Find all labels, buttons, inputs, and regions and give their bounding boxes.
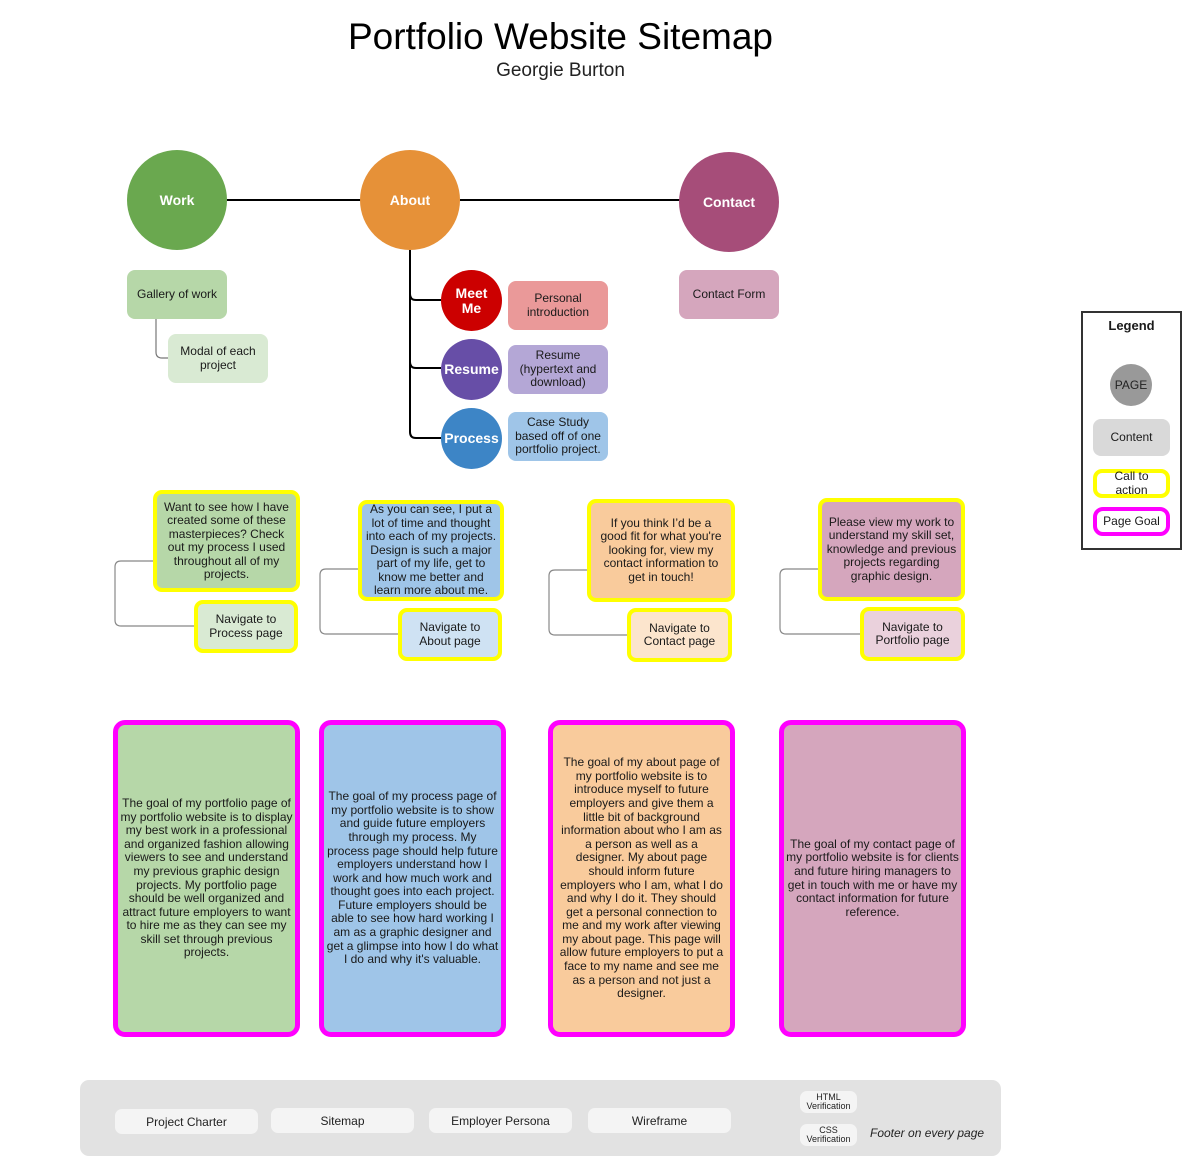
content-resume-text: Resume (hypertext and download) xyxy=(519,348,597,390)
content-contact-form: Contact Form xyxy=(679,270,779,319)
page-about-label: About xyxy=(389,192,431,208)
page-goal-portfolio: The goal of my portfolio page of my port… xyxy=(113,720,300,1037)
footer-link-employer-persona-label: Employer Persona xyxy=(451,1113,550,1128)
content-gallery-of-work: Gallery of work xyxy=(127,270,227,319)
footer-link-wireframe[interactable]: Wireframe xyxy=(588,1108,731,1133)
footer: Project Charter Sitemap Employer Persona… xyxy=(80,1080,1001,1156)
page-goal-about-text: The goal of my about page of my portfoli… xyxy=(559,755,724,1001)
page-meet-me[interactable]: Meet Me xyxy=(441,270,502,331)
cta-navigate-process-button[interactable]: Navigate to Process page xyxy=(194,600,298,653)
page-goal-contact: The goal of my contact page of my portfo… xyxy=(779,720,966,1037)
legend-page: PAGE xyxy=(1110,364,1152,406)
footer-html-verification[interactable]: HTML Verification xyxy=(800,1091,857,1113)
page-subtitle: Georgie Burton xyxy=(496,60,625,81)
content-personal-introduction: Personal introduction xyxy=(508,281,608,330)
page-contact[interactable]: Contact xyxy=(679,152,779,252)
footer-link-project-charter-label: Project Charter xyxy=(146,1114,227,1129)
cta-text-process-content: Want to see how I have created some of t… xyxy=(164,499,289,581)
footer-html-verification-label: HTML Verification xyxy=(806,1092,851,1111)
cta-text-about-content: As you can see, I put a lot of time and … xyxy=(365,502,497,598)
cta-navigate-about-label: Navigate to About page xyxy=(419,620,481,648)
cta-navigate-portfolio-label: Navigate to Portfolio page xyxy=(875,619,950,647)
page-work[interactable]: Work xyxy=(127,150,227,250)
cta-text-about: As you can see, I put a lot of time and … xyxy=(358,500,504,601)
content-resume: Resume (hypertext and download) xyxy=(508,345,608,394)
cta-text-contact: If you think I’d be a good fit for what … xyxy=(587,499,735,602)
cta-text-process: Want to see how I have created some of t… xyxy=(153,490,300,592)
legend-content: Content xyxy=(1093,419,1170,456)
page-process[interactable]: Process xyxy=(441,408,502,469)
legend-title: Legend xyxy=(1108,318,1155,333)
content-case-study: Case Study based off of one portfolio pr… xyxy=(508,412,608,461)
content-modal-text: Modal of each project xyxy=(180,344,256,372)
legend-page-label: PAGE xyxy=(1114,378,1148,392)
page-work-label: Work xyxy=(159,192,195,208)
page-title: Portfolio Website Sitemap xyxy=(347,16,773,57)
footer-note: Footer on every page xyxy=(870,1126,985,1140)
legend-page-goal-label: Page Goal xyxy=(1103,513,1160,528)
cta-text-portfolio-content: Please view my work to understand my ski… xyxy=(826,514,957,583)
cta-navigate-process-label: Navigate to Process page xyxy=(209,612,283,640)
footer-link-employer-persona[interactable]: Employer Persona xyxy=(429,1108,572,1133)
page-goal-process: The goal of my process page of my portfo… xyxy=(319,720,506,1037)
page-goal-about: The goal of my about page of my portfoli… xyxy=(548,720,735,1037)
page-process-label: Process xyxy=(444,430,499,446)
legend: Legend PAGE Content Call to action Page … xyxy=(1081,311,1182,550)
footer-css-verification-label: CSS Verification xyxy=(806,1125,851,1144)
content-contact-form-text: Contact Form xyxy=(692,286,766,301)
cta-text-portfolio: Please view my work to understand my ski… xyxy=(818,498,965,601)
legend-call-to-action: Call to action xyxy=(1093,469,1170,498)
content-personal-introduction-text: Personal introduction xyxy=(526,291,590,319)
page-resume[interactable]: Resume xyxy=(441,339,502,400)
connector-about-subpages xyxy=(409,250,441,439)
footer-link-sitemap-label: Sitemap xyxy=(320,1113,365,1128)
legend-page-goal: Page Goal xyxy=(1093,507,1170,536)
content-gallery-of-work-text: Gallery of work xyxy=(136,286,218,301)
page-goal-contact-text: The goal of my contact page of my portfo… xyxy=(786,836,959,919)
cta-text-contact-content: If you think I’d be a good fit for what … xyxy=(600,515,722,584)
cta-navigate-portfolio-button[interactable]: Navigate to Portfolio page xyxy=(860,607,965,661)
page-goal-process-text: The goal of my process page of my portfo… xyxy=(326,789,499,967)
legend-cta-label: Call to action xyxy=(1114,469,1149,497)
page-about[interactable]: About xyxy=(360,150,460,250)
footer-link-sitemap[interactable]: Sitemap xyxy=(271,1108,414,1133)
content-case-study-text: Case Study based off of one portfolio pr… xyxy=(515,415,601,457)
footer-link-wireframe-label: Wireframe xyxy=(631,1113,688,1128)
page-resume-label: Resume xyxy=(444,361,499,377)
cta-navigate-about-button[interactable]: Navigate to About page xyxy=(398,608,502,661)
page-goal-portfolio-text: The goal of my portfolio page of my port… xyxy=(120,795,293,960)
cta-navigate-contact-button[interactable]: Navigate to Contact page xyxy=(627,608,732,662)
cta-navigate-contact-label: Navigate to Contact page xyxy=(643,620,716,648)
content-modal-of-each-project: Modal of each project xyxy=(168,334,268,383)
legend-content-label: Content xyxy=(1110,429,1153,444)
page-contact-label: Contact xyxy=(702,194,756,210)
page-meet-me-label: Meet Me xyxy=(455,284,488,316)
footer-link-project-charter[interactable]: Project Charter xyxy=(115,1109,258,1134)
footer-css-verification[interactable]: CSS Verification xyxy=(800,1124,857,1146)
